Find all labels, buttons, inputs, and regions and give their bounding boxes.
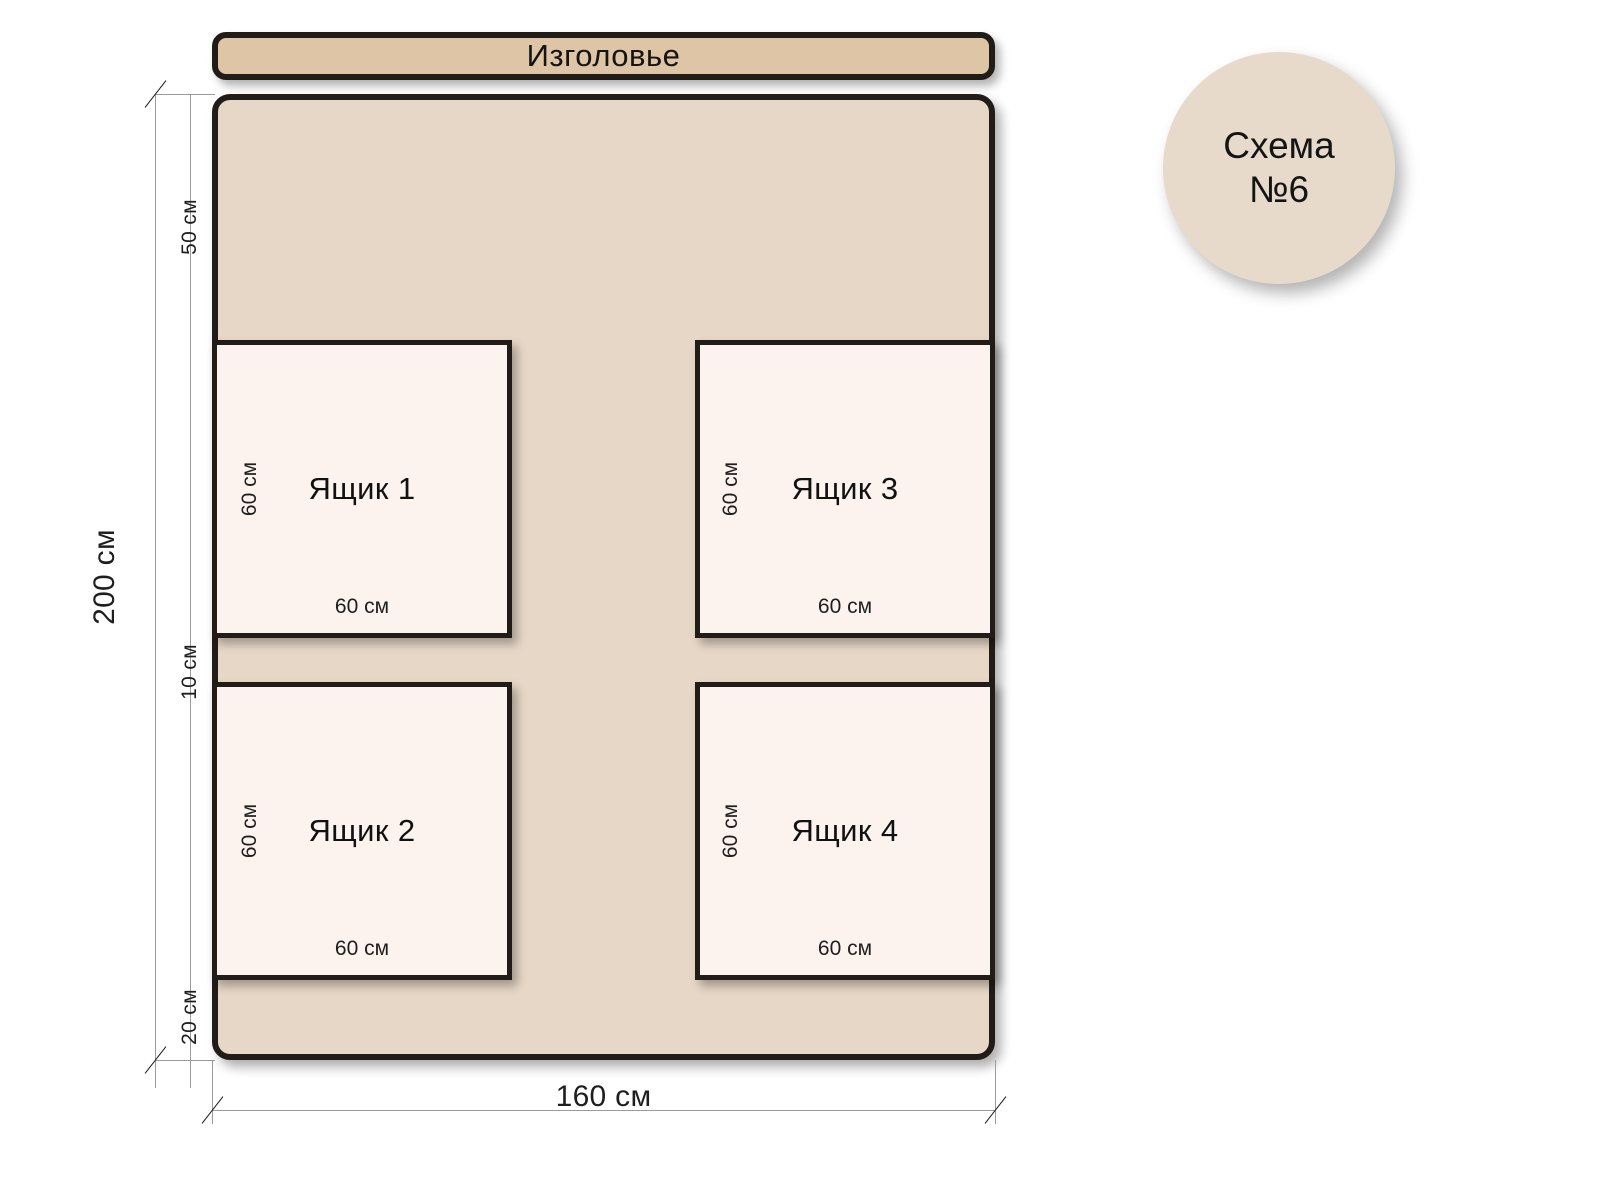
drawer-1-label: Ящик 1	[308, 471, 416, 506]
dimension-line-total-width	[212, 1110, 995, 1111]
extension-line-bottom-left	[212, 1060, 213, 1124]
drawer-3-width-label: 60 см	[817, 595, 873, 618]
drawer-4-width-label: 60 см	[817, 937, 873, 960]
drawer-2: 60 см Ящик 2 60 см	[212, 682, 512, 980]
drawer-4-label: Ящик 4	[791, 813, 899, 848]
drawer-1-width-label: 60 см	[334, 595, 390, 618]
total-width-label: 160 см	[555, 1080, 652, 1113]
drawer-2-label: Ящик 2	[308, 813, 416, 848]
drawer-3: 60 см Ящик 3 60 см	[695, 340, 995, 638]
extension-line-bottom	[155, 1060, 215, 1061]
headboard-bar: Изголовье	[212, 32, 995, 80]
drawer-3-label: Ящик 3	[791, 471, 899, 506]
drawer-2-width-label: 60 см	[334, 937, 390, 960]
top-section-height-label: 50 см	[178, 199, 201, 255]
middle-gap-height-label: 10 см	[178, 644, 201, 700]
scheme-badge-line-2: №6	[1248, 169, 1310, 210]
extension-line-top	[155, 94, 215, 95]
bottom-section-height-label: 20 см	[178, 989, 201, 1045]
extension-line-bottom-right	[995, 1060, 996, 1124]
drawer-4: 60 см Ящик 4 60 см	[695, 682, 995, 980]
dimension-line-total-height	[155, 94, 156, 1088]
total-height-label: 200 см	[88, 529, 121, 625]
drawer-1: 60 см Ящик 1 60 см	[212, 340, 512, 638]
headboard-label: Изголовье	[526, 38, 681, 73]
scheme-badge: Схема №6	[1163, 52, 1395, 284]
scheme-badge-line-1: Схема	[1223, 125, 1335, 167]
dimension-line-sections	[190, 94, 191, 1088]
